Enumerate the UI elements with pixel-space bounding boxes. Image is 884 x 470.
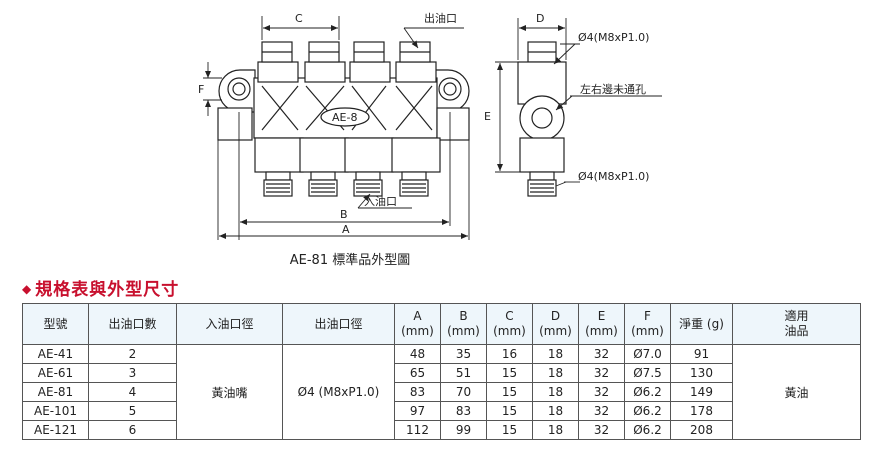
inlet-label: 入油口 xyxy=(364,194,397,208)
cell-outlets: 3 xyxy=(88,363,177,383)
cell-a: 112 xyxy=(394,420,441,440)
cell-f: Ø6.2 xyxy=(624,420,671,440)
drawing-caption: AE-81 標準品外型圖 xyxy=(289,253,411,268)
cell-weight: 130 xyxy=(670,363,733,383)
dim-f-label: F xyxy=(198,83,204,96)
cell-outlets: 4 xyxy=(88,382,177,402)
cell-c: 15 xyxy=(486,382,533,402)
cell-a: 65 xyxy=(394,363,441,383)
cell-f: Ø7.0 xyxy=(624,344,671,364)
cell-outlet-dia: Ø4 (M8xP1.0) xyxy=(282,344,395,440)
cell-e: 32 xyxy=(578,401,625,421)
header-model: 型號 xyxy=(22,303,89,345)
cell-b: 70 xyxy=(440,382,487,402)
cell-model: AE-41 xyxy=(22,344,89,364)
table-header-row: 型號 出油口數 入油口徑 出油口徑 A(mm) B(mm) C(mm) D(mm… xyxy=(22,303,861,345)
cell-d: 18 xyxy=(532,363,579,383)
technical-drawing: AE-8 C 出油口 F B A 入油口 xyxy=(198,11,662,240)
cell-d: 18 xyxy=(532,382,579,402)
cell-b: 51 xyxy=(440,363,487,383)
cell-weight: 149 xyxy=(670,382,733,402)
outlet-label: 出油口 xyxy=(424,11,457,25)
cell-c: 15 xyxy=(486,401,533,421)
model-tag: AE-8 xyxy=(332,111,357,124)
cell-f: Ø6.2 xyxy=(624,401,671,421)
cell-model: AE-121 xyxy=(22,420,89,440)
diamond-icon: ◆ xyxy=(22,282,33,296)
thread-bottom-note: Ø4(M8xP1.0) xyxy=(578,170,649,183)
cell-a: 83 xyxy=(394,382,441,402)
section-title-text: 規格表與外型尺寸 xyxy=(35,280,180,300)
cell-f: Ø7.5 xyxy=(624,363,671,383)
cell-d: 18 xyxy=(532,344,579,364)
side-hole-note: 左右邊未通孔 xyxy=(580,82,646,96)
table-row: AE-81 4 83 70 15 18 32 Ø6.2 149 xyxy=(22,382,861,402)
header-f: F(mm) xyxy=(624,303,671,345)
header-outlets: 出油口數 xyxy=(88,303,177,345)
dim-e-label: E xyxy=(484,110,491,123)
dim-c-label: C xyxy=(295,12,303,25)
cell-oil: 黃油 xyxy=(732,344,861,440)
cell-inlet-dia: 黃油嘴 xyxy=(176,344,283,440)
header-oil: 適用油品 xyxy=(732,303,861,345)
table-row: AE-121 6 112 99 15 18 32 Ø6.2 208 xyxy=(22,420,861,440)
table-row: AE-61 3 65 51 15 18 32 Ø7.5 130 xyxy=(22,363,861,383)
cell-e: 32 xyxy=(578,382,625,402)
cell-weight: 178 xyxy=(670,401,733,421)
cell-weight: 91 xyxy=(670,344,733,364)
front-view xyxy=(217,41,470,197)
header-a: A(mm) xyxy=(394,303,441,345)
header-c: C(mm) xyxy=(486,303,533,345)
thread-top-note: Ø4(M8xP1.0) xyxy=(578,31,649,44)
cell-outlets: 2 xyxy=(88,344,177,364)
cell-b: 99 xyxy=(440,420,487,440)
section-title: ◆規格表與外型尺寸 xyxy=(22,275,179,300)
dim-d-label: D xyxy=(536,12,544,25)
cell-c: 16 xyxy=(486,344,533,364)
cell-d: 18 xyxy=(532,401,579,421)
cell-c: 15 xyxy=(486,363,533,383)
header-b: B(mm) xyxy=(440,303,487,345)
table-row: AE-41 2 黃油嘴 Ø4 (M8xP1.0) 48 35 16 18 32 … xyxy=(22,344,861,440)
side-view xyxy=(517,41,567,197)
cell-a: 48 xyxy=(394,344,441,364)
cell-d: 18 xyxy=(532,420,579,440)
header-weight: 淨重 (g) xyxy=(670,303,733,345)
dim-a-label: A xyxy=(342,223,350,236)
cell-model: AE-61 xyxy=(22,363,89,383)
cell-model: AE-81 xyxy=(22,382,89,402)
cell-outlets: 5 xyxy=(88,401,177,421)
cell-weight: 208 xyxy=(670,420,733,440)
cell-outlets: 6 xyxy=(88,420,177,440)
cell-c: 15 xyxy=(486,420,533,440)
header-d: D(mm) xyxy=(532,303,579,345)
dim-b-label: B xyxy=(340,208,348,221)
cell-e: 32 xyxy=(578,420,625,440)
cell-f: Ø6.2 xyxy=(624,382,671,402)
cell-model: AE-101 xyxy=(22,401,89,421)
spec-table: 型號 出油口數 入油口徑 出油口徑 A(mm) B(mm) C(mm) D(mm… xyxy=(22,303,861,440)
header-e: E(mm) xyxy=(578,303,625,345)
cell-b: 35 xyxy=(440,344,487,364)
header-inlet-dia: 入油口徑 xyxy=(176,303,283,345)
cell-e: 32 xyxy=(578,363,625,383)
cell-e: 32 xyxy=(578,344,625,364)
cell-a: 97 xyxy=(394,401,441,421)
cell-b: 83 xyxy=(440,401,487,421)
header-outlet-dia: 出油口徑 xyxy=(282,303,395,345)
